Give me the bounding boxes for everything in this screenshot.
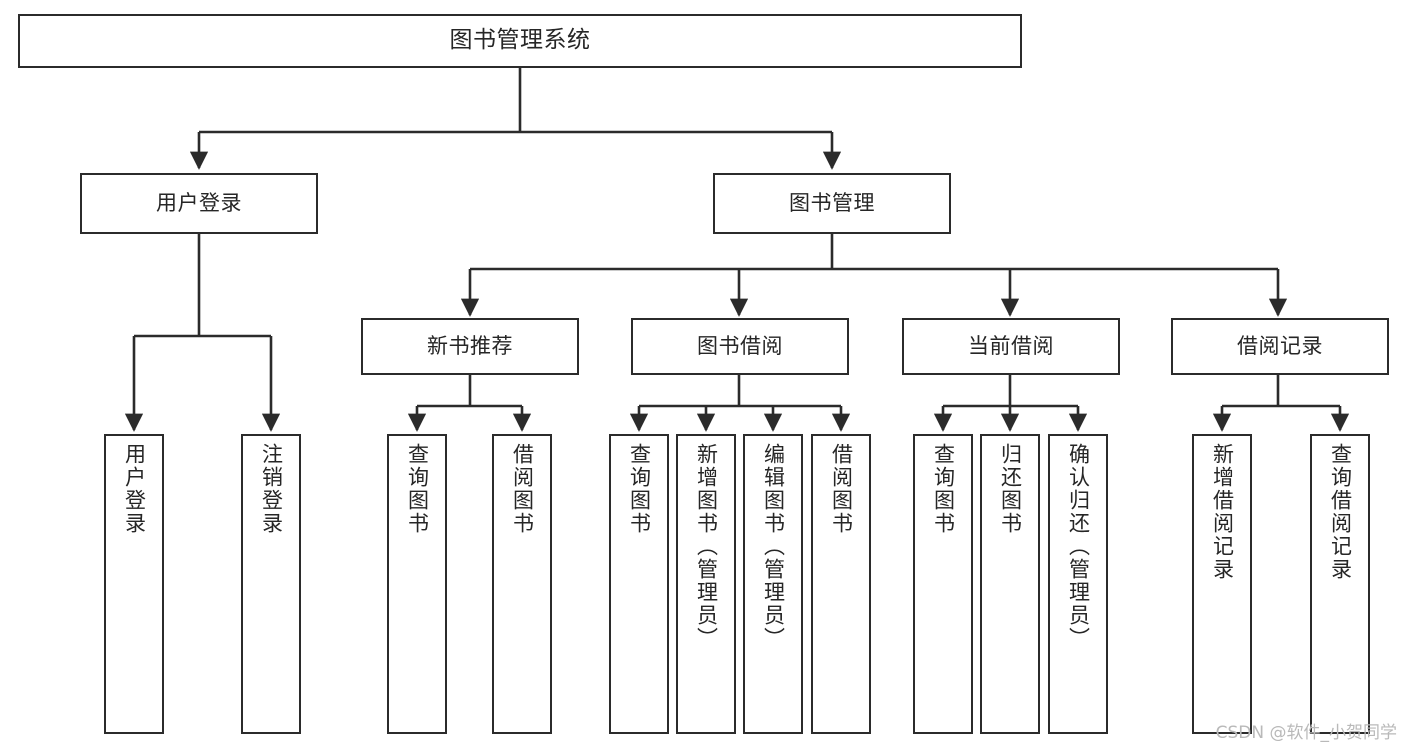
leaf-borrow-book-1-label: 借阅图书 — [510, 443, 535, 535]
leaf-borrow-book-1[interactable]: 借阅图书 — [492, 434, 552, 734]
leaf-query-book-2-label: 查询图书 — [627, 443, 652, 535]
leaf-add-record[interactable]: 新增借阅记录 — [1192, 434, 1252, 734]
leaf-logout[interactable]: 注销登录 — [241, 434, 301, 734]
node-book-borrow-label: 图书借阅 — [697, 334, 783, 359]
leaf-add-record-label: 新增借阅记录 — [1210, 443, 1235, 581]
leaf-add-book[interactable]: 新增图书（管理员） — [676, 434, 736, 734]
leaf-query-record-label: 查询借阅记录 — [1328, 443, 1353, 581]
node-current-borrow[interactable]: 当前借阅 — [902, 318, 1120, 375]
leaf-query-book-3-label: 查询图书 — [931, 443, 956, 535]
node-new-book-recommend-label: 新书推荐 — [427, 334, 513, 359]
leaf-edit-book[interactable]: 编辑图书（管理员） — [743, 434, 803, 734]
node-book-manage[interactable]: 图书管理 — [713, 173, 951, 234]
leaf-query-record[interactable]: 查询借阅记录 — [1310, 434, 1370, 734]
leaf-borrow-book-2[interactable]: 借阅图书 — [811, 434, 871, 734]
leaf-user-login[interactable]: 用户登录 — [104, 434, 164, 734]
node-new-book-recommend[interactable]: 新书推荐 — [361, 318, 579, 375]
node-borrow-record[interactable]: 借阅记录 — [1171, 318, 1389, 375]
leaf-return-book-label: 归还图书 — [998, 443, 1023, 535]
node-root-label: 图书管理系统 — [449, 27, 591, 54]
node-book-borrow[interactable]: 图书借阅 — [631, 318, 849, 375]
leaf-query-book-1-label: 查询图书 — [405, 443, 430, 535]
node-book-manage-label: 图书管理 — [789, 191, 875, 216]
leaf-query-book-3[interactable]: 查询图书 — [913, 434, 973, 734]
watermark: CSDN @软件_小贺同学 — [1215, 723, 1397, 743]
leaf-add-book-label: 新增图书（管理员） — [694, 443, 719, 650]
leaf-edit-book-label: 编辑图书（管理员） — [761, 443, 786, 650]
leaf-user-login-label: 用户登录 — [122, 443, 147, 535]
node-current-borrow-label: 当前借阅 — [968, 334, 1054, 359]
leaf-return-book[interactable]: 归还图书 — [980, 434, 1040, 734]
node-user-login-label: 用户登录 — [156, 191, 242, 216]
node-borrow-record-label: 借阅记录 — [1237, 334, 1323, 359]
node-root[interactable]: 图书管理系统 — [18, 14, 1022, 68]
leaf-confirm-return-label: 确认归还（管理员） — [1066, 443, 1091, 650]
leaf-query-book-2[interactable]: 查询图书 — [609, 434, 669, 734]
node-user-login[interactable]: 用户登录 — [80, 173, 318, 234]
leaf-query-book-1[interactable]: 查询图书 — [387, 434, 447, 734]
leaf-borrow-book-2-label: 借阅图书 — [829, 443, 854, 535]
leaf-logout-label: 注销登录 — [259, 443, 284, 535]
leaf-confirm-return[interactable]: 确认归还（管理员） — [1048, 434, 1108, 734]
